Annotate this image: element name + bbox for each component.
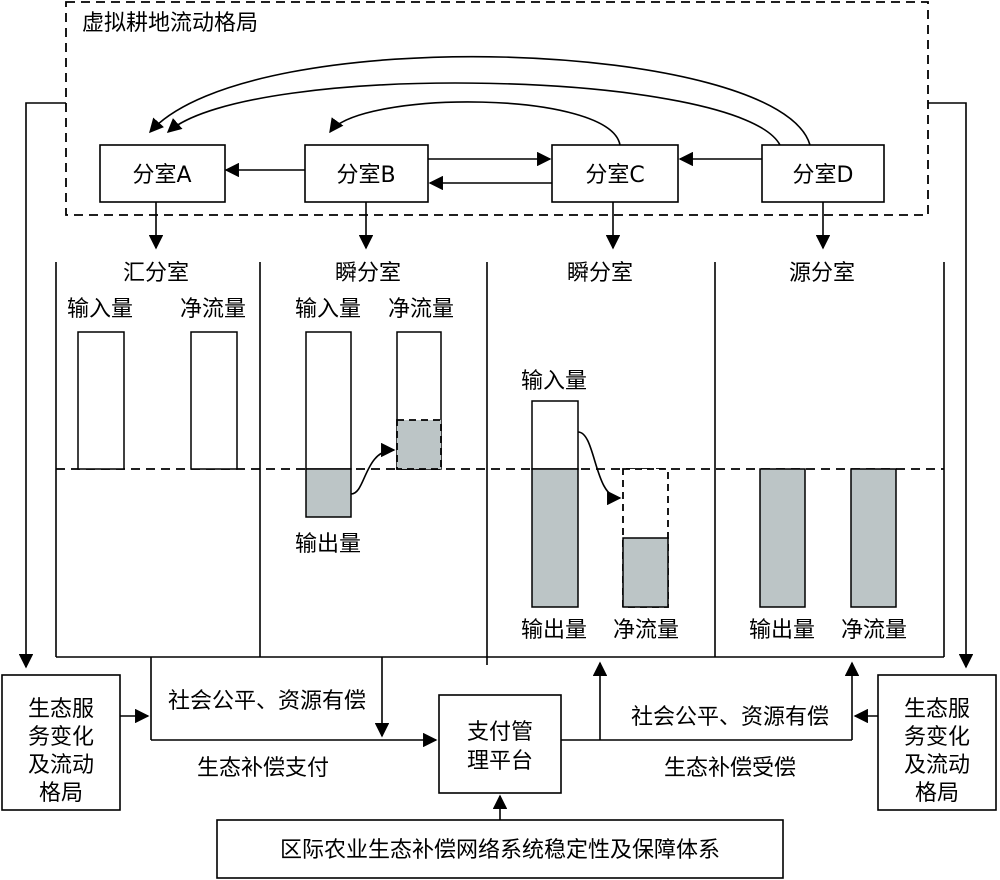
- panel-transient2-input-bar: [531, 400, 579, 470]
- right-feedback-arrow: [928, 102, 974, 669]
- right-eco-service-box: [877, 674, 997, 811]
- panel-transient2-input-label: 输入量: [521, 369, 587, 394]
- panel-transient2-net-bar: [622, 537, 669, 608]
- left-eco-line-2: 务变化: [28, 725, 94, 750]
- arc-d-to-a-inner: [166, 82, 781, 146]
- virtual-flow-frame: [65, 1, 929, 216]
- panel-transient1-title: 瞬分室: [335, 261, 401, 286]
- frame-title: 虚拟耕地流动格局: [82, 11, 258, 36]
- right-eco-line-1: 生态服: [904, 697, 970, 722]
- arc-c-to-b: [329, 101, 621, 146]
- panel-transient2-output-bar: [531, 468, 579, 608]
- arc-d-to-a-outer: [149, 55, 811, 146]
- panel-sink-net-label: 净流量: [180, 297, 246, 322]
- panel-sink-input-bar: [77, 331, 125, 470]
- room-a-label: 分室A: [132, 163, 191, 188]
- panel-source-title: 源分室: [789, 261, 855, 286]
- panel-sink-title: 汇分室: [123, 261, 189, 286]
- panel-transient1-output-bar: [305, 468, 352, 518]
- left-eco-line-4: 格局: [39, 781, 83, 806]
- platform-line-1: 支付管: [467, 720, 533, 745]
- right-flow-bottom-label: 生态补偿受偿: [664, 756, 796, 781]
- support-system-label: 区际农业生态补偿网络系统稳定性及保障体系: [280, 838, 720, 863]
- right-eco-line-3: 及流动: [904, 753, 970, 778]
- panel-transient2-net-label: 净流量: [613, 618, 679, 643]
- panel-transient1-net-transfer: [396, 419, 442, 470]
- room-a-box: [99, 144, 226, 203]
- panel-transient1-transfer-arrow: [350, 442, 396, 495]
- room-d-box: [761, 144, 885, 203]
- right-eco-line-4: 格局: [915, 781, 959, 806]
- panel-transient2-output-label: 输出量: [521, 618, 587, 643]
- panel-transient2-transfer-arrow: [577, 431, 622, 506]
- left-feedback-arrow: [18, 102, 66, 669]
- left-flow-bottom-label: 生态补偿支付: [197, 756, 329, 781]
- room-d-label: 分室D: [793, 163, 854, 188]
- panel-transient1-input-label: 输入量: [295, 297, 361, 322]
- left-eco-line-1: 生态服: [28, 697, 94, 722]
- right-flow-top-label: 社会公平、资源有偿: [631, 705, 829, 730]
- panel-sink-net-bar: [190, 331, 238, 470]
- room-c-box: [551, 144, 679, 203]
- left-flow-top-label: 社会公平、资源有偿: [168, 689, 366, 714]
- right-eco-line-2: 务变化: [904, 725, 970, 750]
- panel-source-output-bar: [759, 468, 806, 608]
- panel-sink-input-label: 输入量: [67, 297, 133, 322]
- panel-source-net-bar: [850, 468, 897, 608]
- panel-transient1-input-bar: [305, 331, 352, 470]
- payment-platform-box: [438, 694, 562, 794]
- panel-source-net-label: 净流量: [841, 618, 907, 643]
- room-b-label: 分室B: [336, 163, 395, 188]
- platform-line-2: 理平台: [467, 749, 533, 774]
- panel-transient1-net-label: 净流量: [388, 297, 454, 322]
- panel-transient1-output-label: 输出量: [295, 532, 361, 557]
- panel-source-output-label: 输出量: [749, 618, 815, 643]
- left-eco-line-3: 及流动: [28, 753, 94, 778]
- room-b-box: [304, 144, 429, 203]
- support-system-box: [216, 819, 784, 879]
- room-c-label: 分室C: [585, 163, 644, 188]
- left-eco-service-box: [1, 674, 121, 811]
- panel-transient2-title: 瞬分室: [567, 261, 633, 286]
